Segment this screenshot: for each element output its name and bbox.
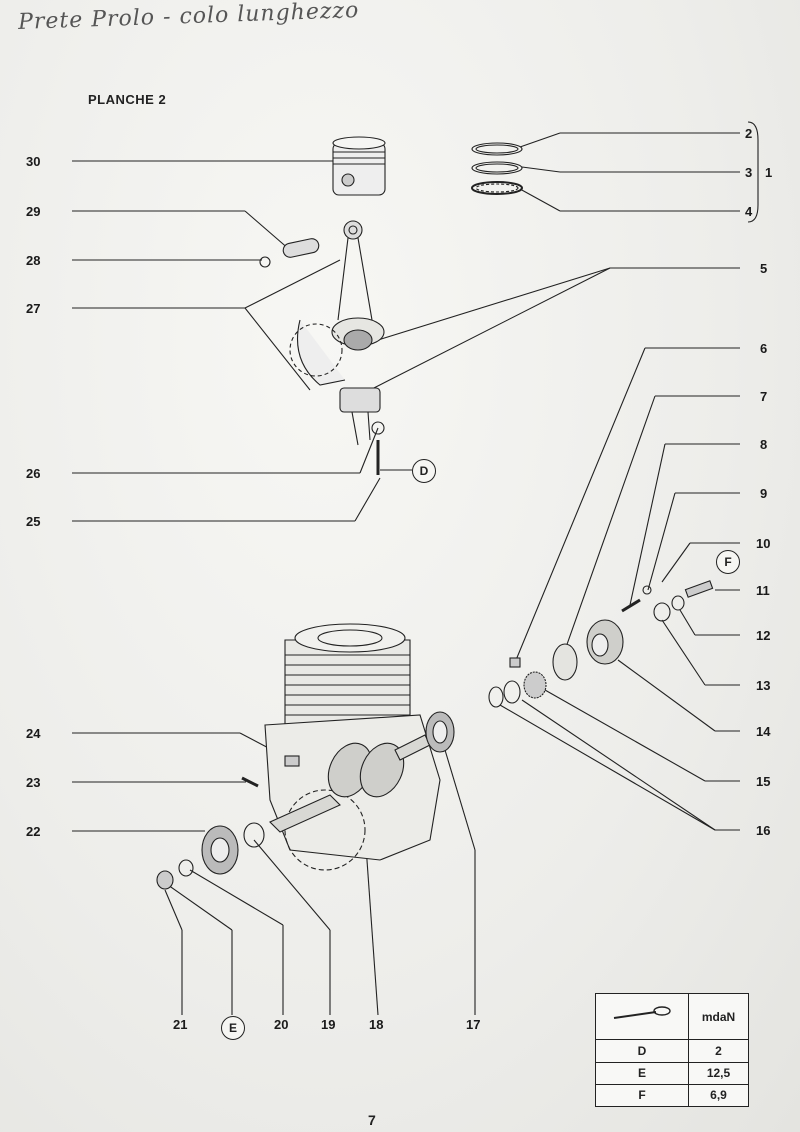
callout-8: 8 [760, 437, 768, 452]
callout-24: 24 [26, 726, 41, 741]
callout-12: 12 [756, 628, 771, 643]
torque-marker-d: D [412, 459, 436, 483]
wrench-icon [595, 992, 689, 1041]
callout-15: 15 [756, 774, 771, 789]
callout-14: 14 [756, 724, 771, 739]
callout-16: 16 [756, 823, 771, 838]
callout-30: 30 [26, 154, 41, 169]
callout-13: 13 [756, 678, 771, 693]
torque-key: F [595, 1083, 689, 1108]
page-number: 7 [368, 1112, 376, 1128]
torque-key: D [595, 1039, 689, 1063]
callout-9: 9 [760, 486, 768, 501]
callout-7: 7 [760, 389, 768, 404]
callout-23: 23 [26, 775, 41, 790]
callout-6: 6 [760, 341, 768, 356]
callout-1: 1 [765, 165, 773, 180]
callout-25: 25 [26, 514, 41, 529]
callout-2: 2 [745, 126, 753, 141]
torque-value: 2 [688, 1039, 749, 1063]
callout-26: 26 [26, 466, 41, 481]
torque-marker-f: F [716, 550, 740, 574]
callout-10: 10 [756, 536, 771, 551]
torque-value: 6,9 [688, 1083, 749, 1108]
callout-28: 28 [26, 253, 41, 268]
torque-key: E [595, 1061, 689, 1085]
callout-20: 20 [274, 1017, 289, 1032]
torque-unit-header: mdaN [688, 992, 749, 1041]
callout-3: 3 [745, 165, 753, 180]
callout-18: 18 [369, 1017, 384, 1032]
callout-5: 5 [760, 261, 768, 276]
callout-17: 17 [466, 1017, 481, 1032]
plate-title: PLANCHE 2 [88, 92, 167, 107]
callout-27: 27 [26, 301, 41, 316]
torque-table: mdaN D 2 E 12,5 F 6,9 [595, 992, 749, 1108]
torque-value: 12,5 [688, 1061, 749, 1085]
callout-29: 29 [26, 204, 41, 219]
callout-11: 11 [756, 583, 770, 598]
callout-4: 4 [745, 204, 753, 219]
callout-22: 22 [26, 824, 41, 839]
callout-19: 19 [321, 1017, 336, 1032]
callout-21: 21 [173, 1017, 188, 1032]
torque-marker-e: E [221, 1016, 245, 1040]
